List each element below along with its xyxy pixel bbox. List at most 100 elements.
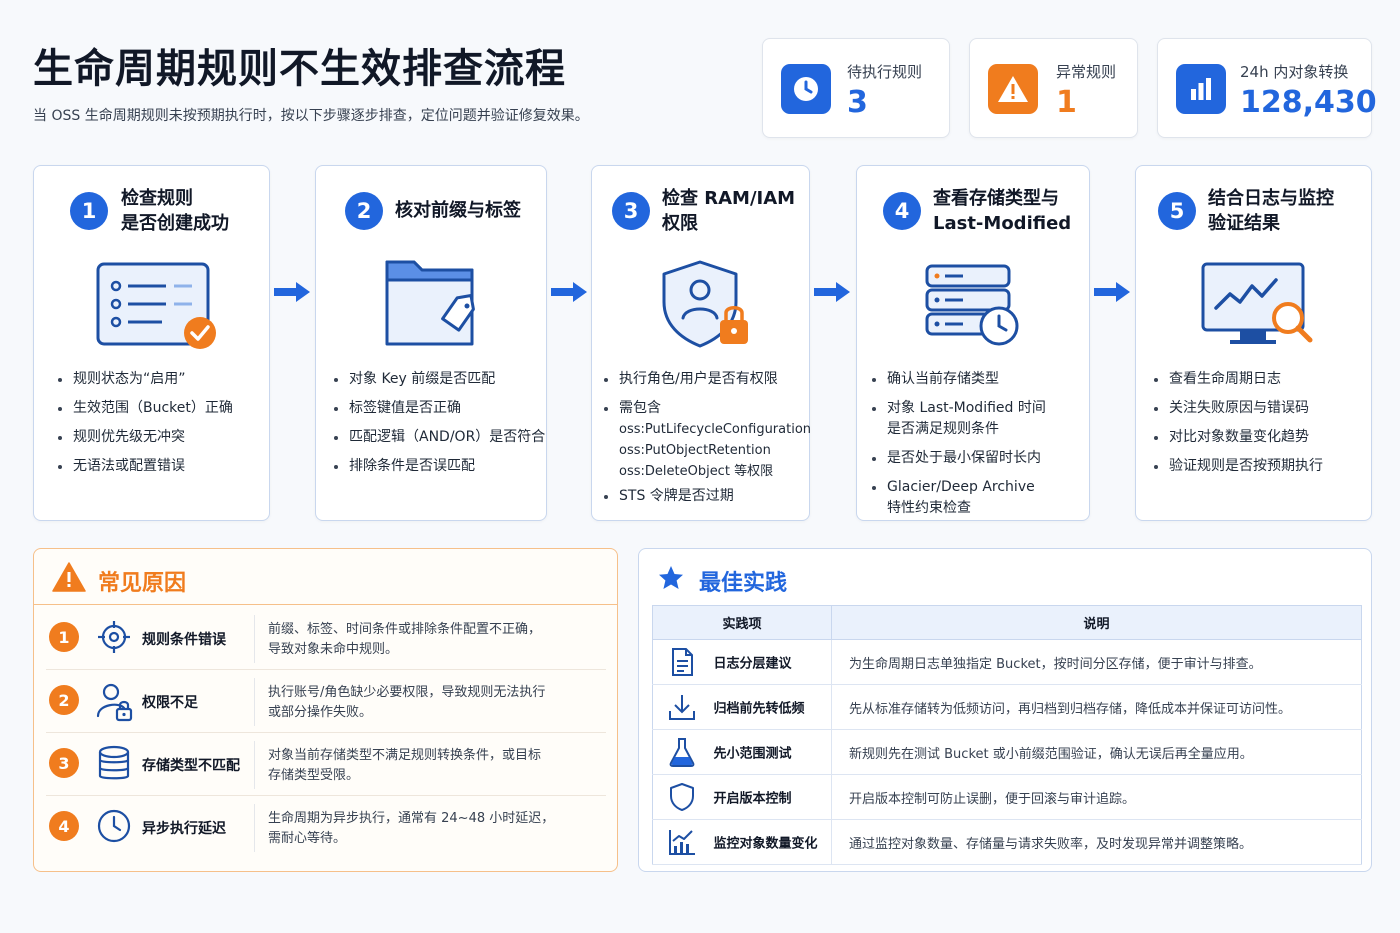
arrow-right-icon: [1094, 282, 1130, 302]
stat-value: 3: [847, 85, 868, 120]
step-number: 5: [1158, 192, 1196, 230]
star-icon: [659, 566, 683, 589]
list-item: 确认当前存储类型: [871, 369, 1046, 390]
list-item: 关注失败原因与错误码: [1153, 398, 1323, 419]
practice-description: 为生命周期日志单独指定 Bucket，按时间分区存储，便于审计与排查。: [831, 639, 1362, 685]
shield-user-lock-icon: [658, 258, 753, 357]
divider: [34, 604, 617, 605]
stat-label: 异常规则: [1056, 63, 1117, 81]
practice-name: 监控对象数量变化: [713, 836, 818, 852]
download-icon: [669, 695, 695, 720]
step-title: 检查规则是否创建成功: [121, 188, 229, 234]
list-item: STS 令牌是否过期: [603, 486, 811, 507]
divider: [46, 795, 606, 796]
list-item: Glacier/Deep Archive 特性约束检查: [871, 477, 1046, 519]
table-row: 先小范围测试 新规则先在测试 Bucket 或小前缀范围验证，确认无误后再全量应…: [652, 729, 1362, 775]
shield-icon: [670, 783, 694, 811]
page-subtitle: 当 OSS 生命周期规则未按预期执行时，按以下步骤逐步排查，定位问题并验证修复效…: [33, 108, 589, 124]
cause-name: 权限不足: [142, 695, 198, 711]
practice-description: 通过监控对象数量、存储量与请求失败率，及时发现异常并调整策略。: [831, 819, 1362, 865]
list-item: 生效范围（Bucket）正确: [57, 398, 233, 419]
divider: [254, 615, 255, 663]
panel-title: 常见原因: [98, 571, 187, 596]
stat-card-abnormal: 异常规则 1: [969, 38, 1138, 138]
cause-description: 对象当前存储类型不满足规则转换条件，或目标存储类型受限。: [268, 748, 542, 783]
cause-description: 前缀、标签、时间条件或排除条件配置不正确，导致对象未命中规则。: [268, 622, 542, 657]
list-item: 规则优先级无冲突: [57, 427, 233, 448]
target-icon: [98, 621, 130, 653]
cause-description: 生命周期为异步执行，通常有 24~48 小时延迟，需耐心等待。: [268, 811, 555, 846]
cause-number: 3: [49, 748, 79, 778]
stat-value: 1: [1056, 85, 1077, 120]
cause-name: 存储类型不匹配: [142, 758, 240, 774]
divider: [46, 669, 606, 670]
cause-name: 异步执行延迟: [142, 821, 226, 837]
step-title: 结合日志与监控验证结果: [1208, 188, 1334, 234]
list-item: 排除条件是否误匹配: [333, 456, 545, 477]
step-title: 核对前缀与标签: [395, 200, 521, 221]
column-header: 说明: [831, 605, 1362, 640]
column-header: 实践项: [652, 605, 832, 640]
arrow-right-icon: [274, 282, 310, 302]
stat-card-transitions: 24h 内对象转换 128,430: [1157, 38, 1377, 138]
list-item: 验证规则是否按预期执行: [1153, 456, 1323, 477]
practice-description: 开启版本控制可防止误删，便于回滚与审计追踪。: [831, 774, 1362, 820]
cause-item: 1 规则条件错误 前缀、标签、时间条件或排除条件配置不正确，导致对象未命中规则。: [46, 607, 606, 670]
divider: [254, 678, 255, 726]
step-checklist: 查看生命周期日志 关注失败原因与错误码 对比对象数量变化趋势 验证规则是否按预期…: [1153, 369, 1323, 485]
stat-label: 24h 内对象转换: [1240, 63, 1349, 81]
practice-name: 先小范围测试: [713, 746, 792, 762]
divider: [254, 741, 255, 789]
cause-number: 1: [49, 622, 79, 652]
storage-clock-icon: [923, 256, 1023, 355]
step-number: 2: [345, 192, 383, 230]
step-card-1: 1 检查规则是否创建成功 规则状态为“启用” 生效范围（Bucket）正确 规则…: [33, 165, 270, 521]
page-title: 生命周期规则不生效排查流程: [33, 46, 566, 92]
practice-name: 归档前先转低频: [713, 701, 805, 717]
step-number: 4: [883, 192, 921, 230]
arrow-right-icon: [551, 282, 587, 302]
warning-icon: [52, 562, 86, 592]
clock-icon: [781, 64, 831, 114]
cause-name: 规则条件错误: [142, 632, 226, 648]
stat-label: 待执行规则: [847, 63, 923, 81]
checklist-icon: [96, 256, 221, 355]
cause-number: 2: [49, 685, 79, 715]
list-item: 标签键值是否正确: [333, 398, 545, 419]
cause-item: 4 异步执行延迟 生命周期为异步执行，通常有 24~48 小时延迟，需耐心等待。: [46, 796, 606, 859]
list-item: 对比对象数量变化趋势: [1153, 427, 1323, 448]
step-checklist: 对象 Key 前缀是否匹配 标签键值是否正确 匹配逻辑（AND/OR）是否符合 …: [333, 369, 545, 485]
panel-title: 最佳实践: [699, 571, 788, 596]
cause-item: 2 权限不足 执行账号/角色缺少必要权限，导致规则无法执行或部分操作失败。: [46, 670, 606, 733]
database-icon: [98, 745, 130, 780]
common-causes-panel: 常见原因 1 规则条件错误 前缀、标签、时间条件或排除条件配置不正确，导致对象未…: [33, 548, 618, 872]
list-item: 查看生命周期日志: [1153, 369, 1323, 390]
list-item: 执行角色/用户是否有权限: [603, 369, 811, 390]
best-practices-table: 实践项 说明 日志分层建议 为生命周期日志单独指定 Bucket，按时间分区存储…: [652, 605, 1362, 865]
table-row: 日志分层建议 为生命周期日志单独指定 Bucket，按时间分区存储，便于审计与排…: [652, 639, 1362, 685]
list-item: 匹配逻辑（AND/OR）是否符合: [333, 427, 545, 448]
list-item: 无语法或配置错误: [57, 456, 233, 477]
stat-value: 128,430: [1240, 85, 1377, 120]
table-row: 开启版本控制 开启版本控制可防止误删，便于回滚与审计追踪。: [652, 774, 1362, 820]
step-number: 3: [612, 192, 650, 230]
list-item: 对象 Key 前缀是否匹配: [333, 369, 545, 390]
arrow-right-icon: [814, 282, 850, 302]
step-number: 1: [70, 192, 108, 230]
user-lock-icon: [96, 683, 133, 722]
cause-description: 执行账号/角色缺少必要权限，导致规则无法执行或部分操作失败。: [268, 685, 546, 720]
warning-icon: [988, 64, 1038, 114]
bar-chart-icon: [1176, 64, 1226, 114]
cause-number: 4: [49, 811, 79, 841]
divider: [46, 732, 606, 733]
monitor-search-icon: [1200, 256, 1315, 355]
clock-outline-icon: [97, 809, 131, 843]
trend-chart-icon: [669, 830, 695, 855]
step-checklist: 确认当前存储类型 对象 Last-Modified 时间 是否满足规则条件 是否…: [871, 369, 1046, 527]
table-row: 监控对象数量变化 通过监控对象数量、存储量与请求失败率，及时发现异常并调整策略。: [652, 819, 1362, 865]
step-checklist: 执行角色/用户是否有权限 需包含 oss:PutLifecycleConfigu…: [603, 369, 811, 515]
list-item: 需包含 oss:PutLifecycleConfiguration oss:Pu…: [603, 398, 811, 482]
